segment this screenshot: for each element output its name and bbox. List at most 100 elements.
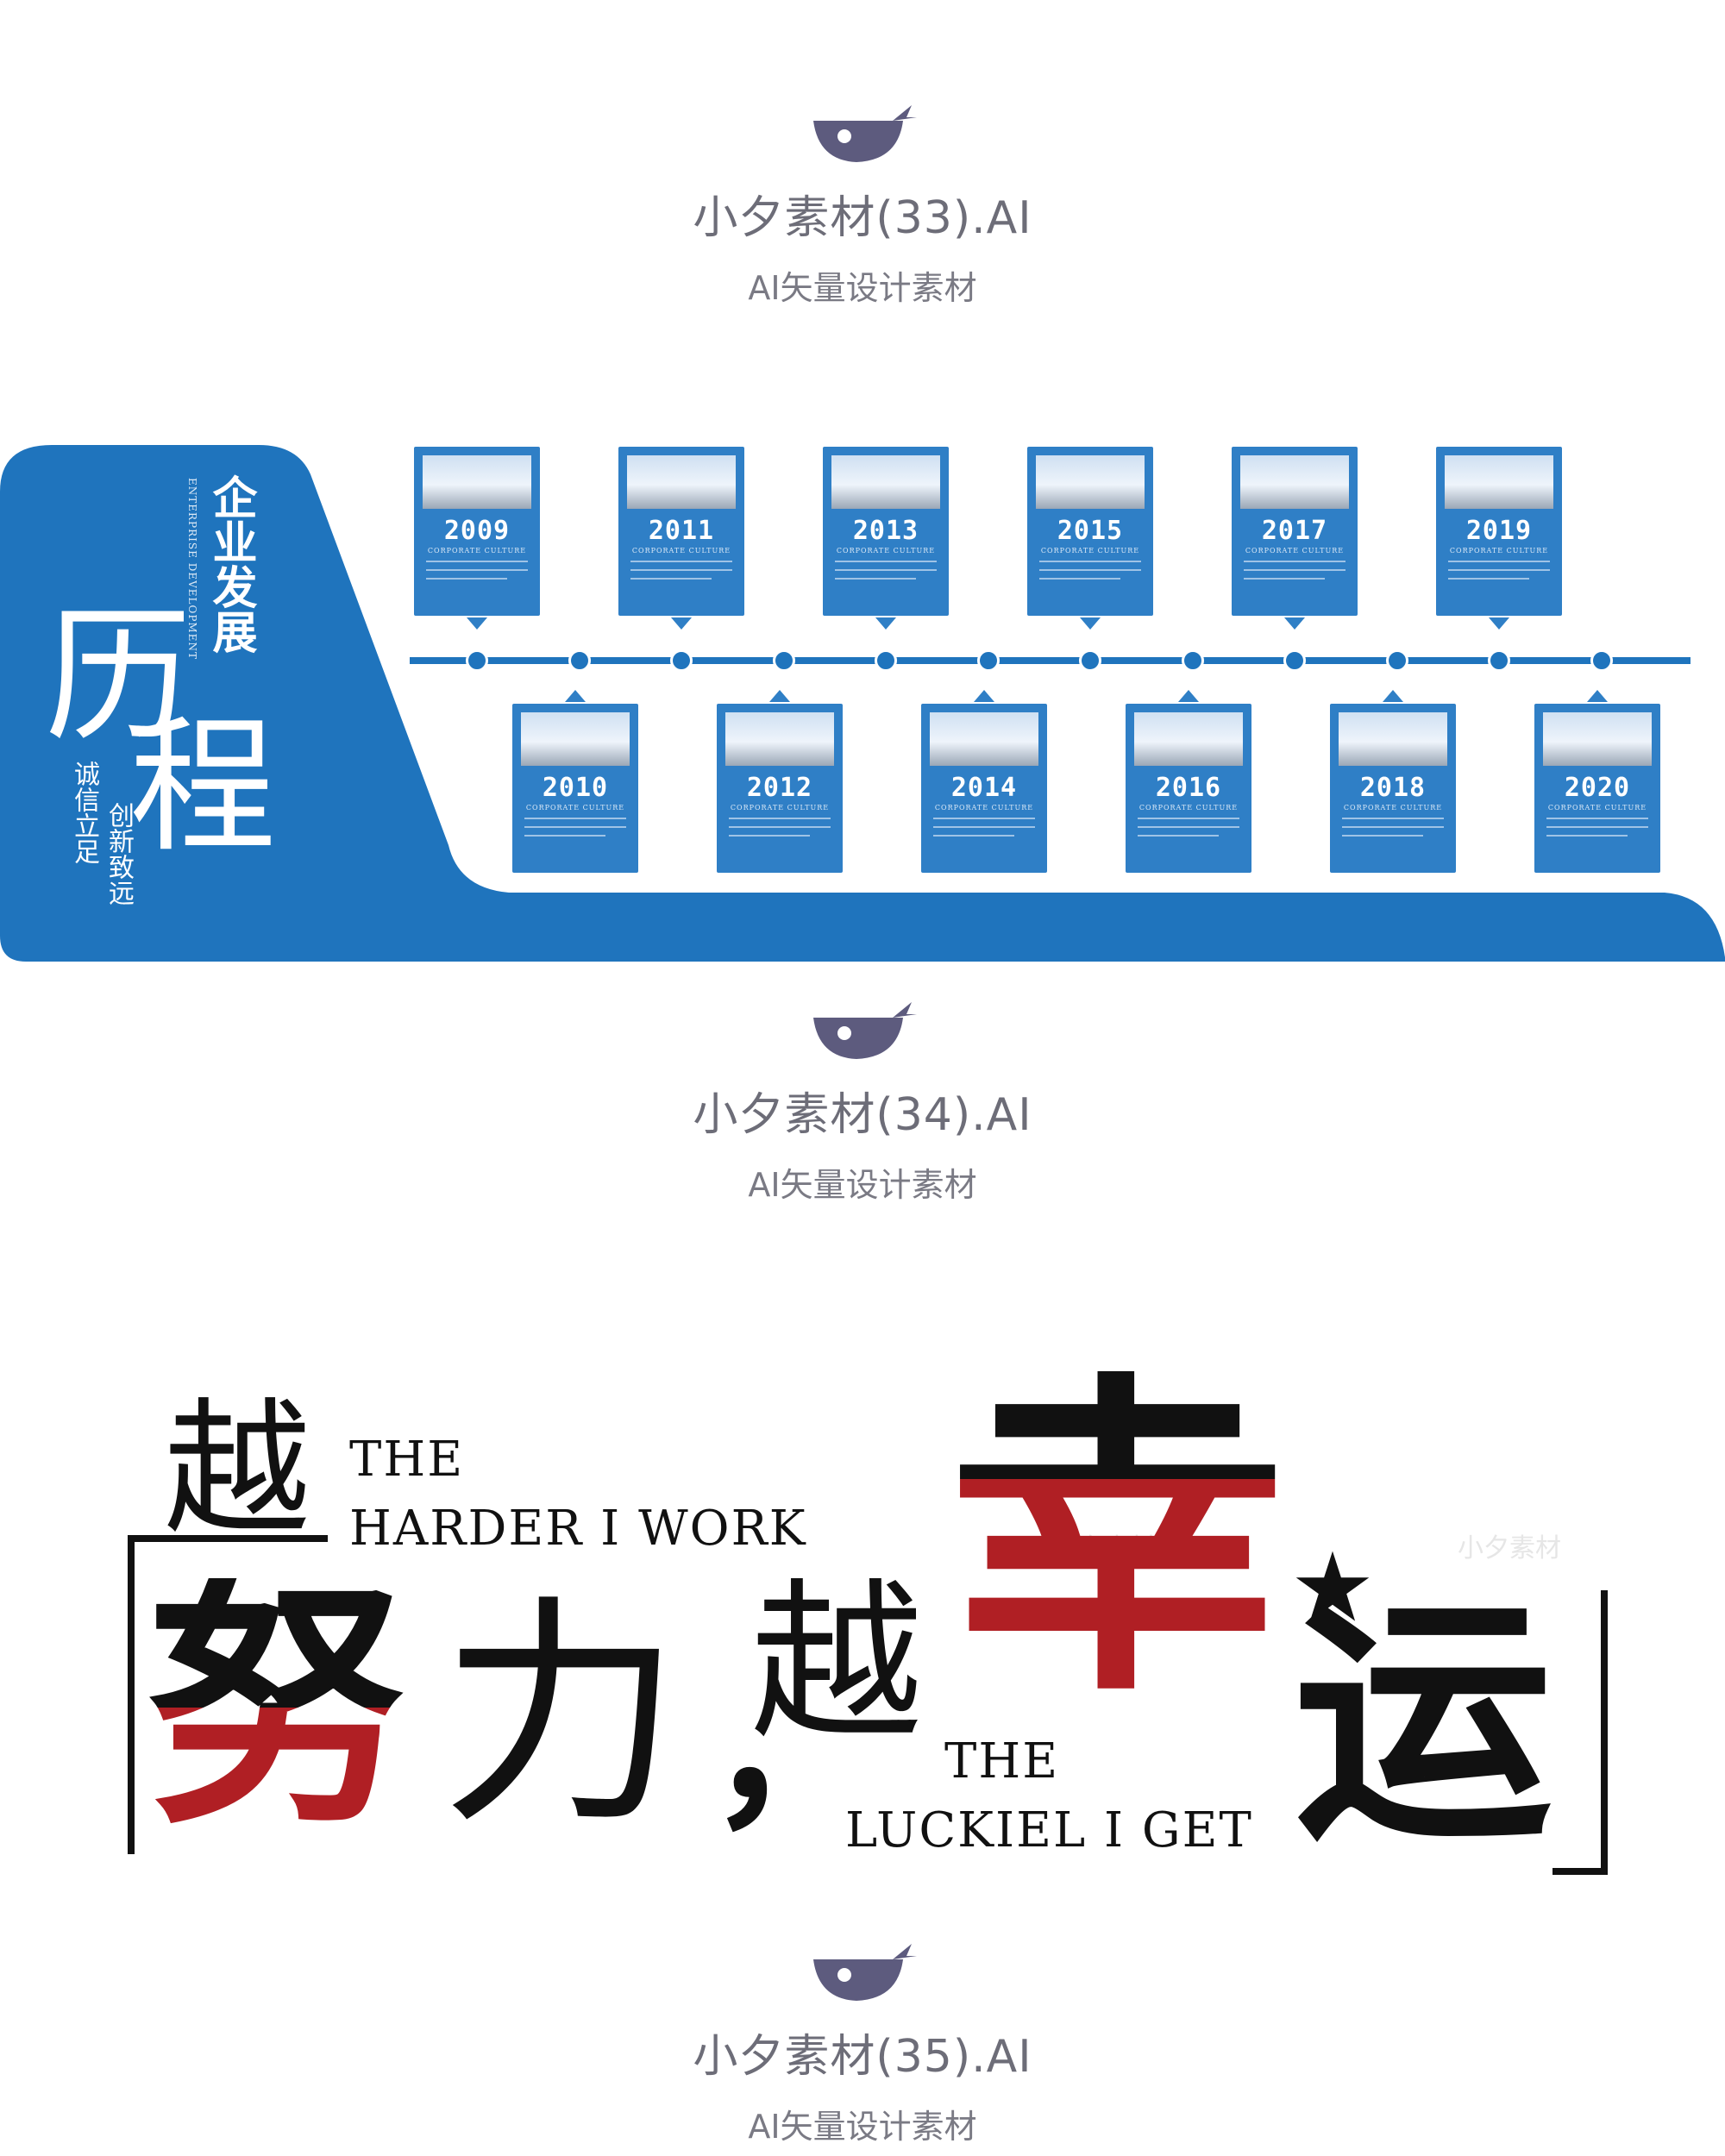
char-nu: 努 (147, 1557, 405, 1858)
motto-right: 创新致远 (104, 802, 134, 906)
fish-logo-icon (813, 105, 917, 162)
card-body-text (1342, 818, 1444, 843)
right-bracket (1552, 1590, 1608, 1875)
card-year: 2012 (746, 773, 813, 803)
slogan-artwork: 小夕素材 小夕素材 越 THE HARDER I WORK 努 力 ， 越 TH… (0, 1371, 1725, 1880)
heading-english: ENTERPRISE DEVELOPMENT (186, 478, 198, 660)
card-year: 2016 (1155, 773, 1222, 803)
card-pointer (1489, 617, 1509, 630)
timeline-dot (568, 649, 591, 672)
english-line-1b: HARDER I WORK (349, 1501, 807, 1557)
asset-name: 小夕素材(35).AI (693, 2031, 1032, 2083)
watermark: 小夕素材 (1052, 1526, 1156, 1564)
motto-left: 诚信立足 (69, 761, 99, 864)
card-pointer (974, 690, 994, 702)
heading-big-li: 历 (45, 592, 192, 762)
timeline-dot (1385, 649, 1408, 672)
english-line-1a: THE (349, 1432, 465, 1488)
card-subtitle: CORPORATE CULTURE (836, 547, 936, 555)
timeline-dot (1283, 649, 1306, 672)
card-body-text (630, 561, 732, 586)
timeline-dot (875, 649, 897, 672)
card-photo (1036, 455, 1145, 509)
card-subtitle: CORPORATE CULTURE (1449, 547, 1549, 555)
char-xing: 幸 (949, 1344, 1285, 1735)
asset-name: 小夕素材(34).AI (693, 1089, 1032, 1141)
card-subtitle: CORPORATE CULTURE (1343, 804, 1443, 812)
card-pointer (1080, 617, 1101, 630)
card-body-text (426, 561, 528, 586)
enterprise-timeline-board: 企业发展 ENTERPRISE DEVELOPMENT 历 程 诚信立足 创新致… (0, 440, 1725, 975)
card-pointer (1178, 690, 1199, 702)
card-subtitle: CORPORATE CULTURE (1245, 547, 1345, 555)
card-photo (1240, 455, 1349, 509)
asset-subtitle: AI矢量设计素材 (748, 269, 977, 307)
card-photo (423, 455, 531, 509)
card-photo (1134, 712, 1243, 766)
card-year: 2014 (950, 773, 1018, 803)
timeline-dot (1590, 649, 1613, 672)
card-subtitle: CORPORATE CULTURE (1040, 547, 1140, 555)
card-subtitle: CORPORATE CULTURE (1138, 804, 1239, 812)
card-photo (930, 712, 1038, 766)
card-subtitle: CORPORATE CULTURE (427, 547, 527, 555)
card-pointer (769, 690, 790, 702)
card-photo (1445, 455, 1553, 509)
card-photo (1339, 712, 1447, 766)
heading-big-cheng: 程 (129, 702, 277, 873)
card-pointer (671, 617, 692, 630)
card-photo (831, 455, 940, 509)
asset-subtitle: AI矢量设计素材 (748, 1166, 977, 1204)
char-yue-1: 越 (164, 1385, 311, 1556)
card-body-text (1244, 561, 1346, 586)
asset-caption-35: 小夕素材(35).AI AI矢量设计素材 (0, 1940, 1725, 2147)
card-year: 2013 (852, 516, 919, 546)
left-bracket (128, 1535, 328, 1854)
fish-logo-icon (813, 1944, 917, 2001)
card-pointer (565, 690, 586, 702)
card-year: 2019 (1465, 516, 1533, 546)
card-year: 2020 (1564, 773, 1631, 803)
asset-caption-34: 小夕素材(34).AI AI矢量设计素材 (0, 999, 1725, 1206)
timeline-dot (976, 649, 1000, 672)
star-icon (1295, 1551, 1370, 1621)
card-body-text (729, 818, 831, 843)
card-body-text (1546, 818, 1648, 843)
card-pointer (875, 617, 896, 630)
char-yue-2: 越 (750, 1564, 924, 1764)
card-subtitle: CORPORATE CULTURE (631, 547, 731, 555)
previous-artwork-remnant (707, 0, 932, 10)
card-year: 2017 (1261, 516, 1328, 546)
timeline-dot (1488, 649, 1510, 672)
card-subtitle: CORPORATE CULTURE (730, 804, 830, 812)
card-body-text (1448, 561, 1550, 586)
card-photo (627, 455, 736, 509)
card-body-text (835, 561, 937, 586)
timeline-dot (466, 649, 488, 672)
timeline-background (0, 445, 1725, 962)
asset-name: 小夕素材(33).AI (693, 192, 1032, 244)
english-line-2a: THE (944, 1733, 1060, 1789)
card-pointer (1284, 617, 1305, 630)
card-year: 2010 (542, 773, 609, 803)
asset-caption-33: 小夕素材(33).AI AI矢量设计素材 (0, 102, 1725, 309)
comma: ， (707, 1649, 881, 1852)
card-year: 2011 (648, 516, 715, 546)
card-year: 2009 (443, 516, 511, 546)
timeline-dot (1079, 649, 1101, 672)
card-body-text (1039, 561, 1141, 586)
heading-small: 企业发展 (204, 474, 257, 654)
card-body-text (1138, 818, 1239, 843)
card-body-text (524, 818, 626, 843)
